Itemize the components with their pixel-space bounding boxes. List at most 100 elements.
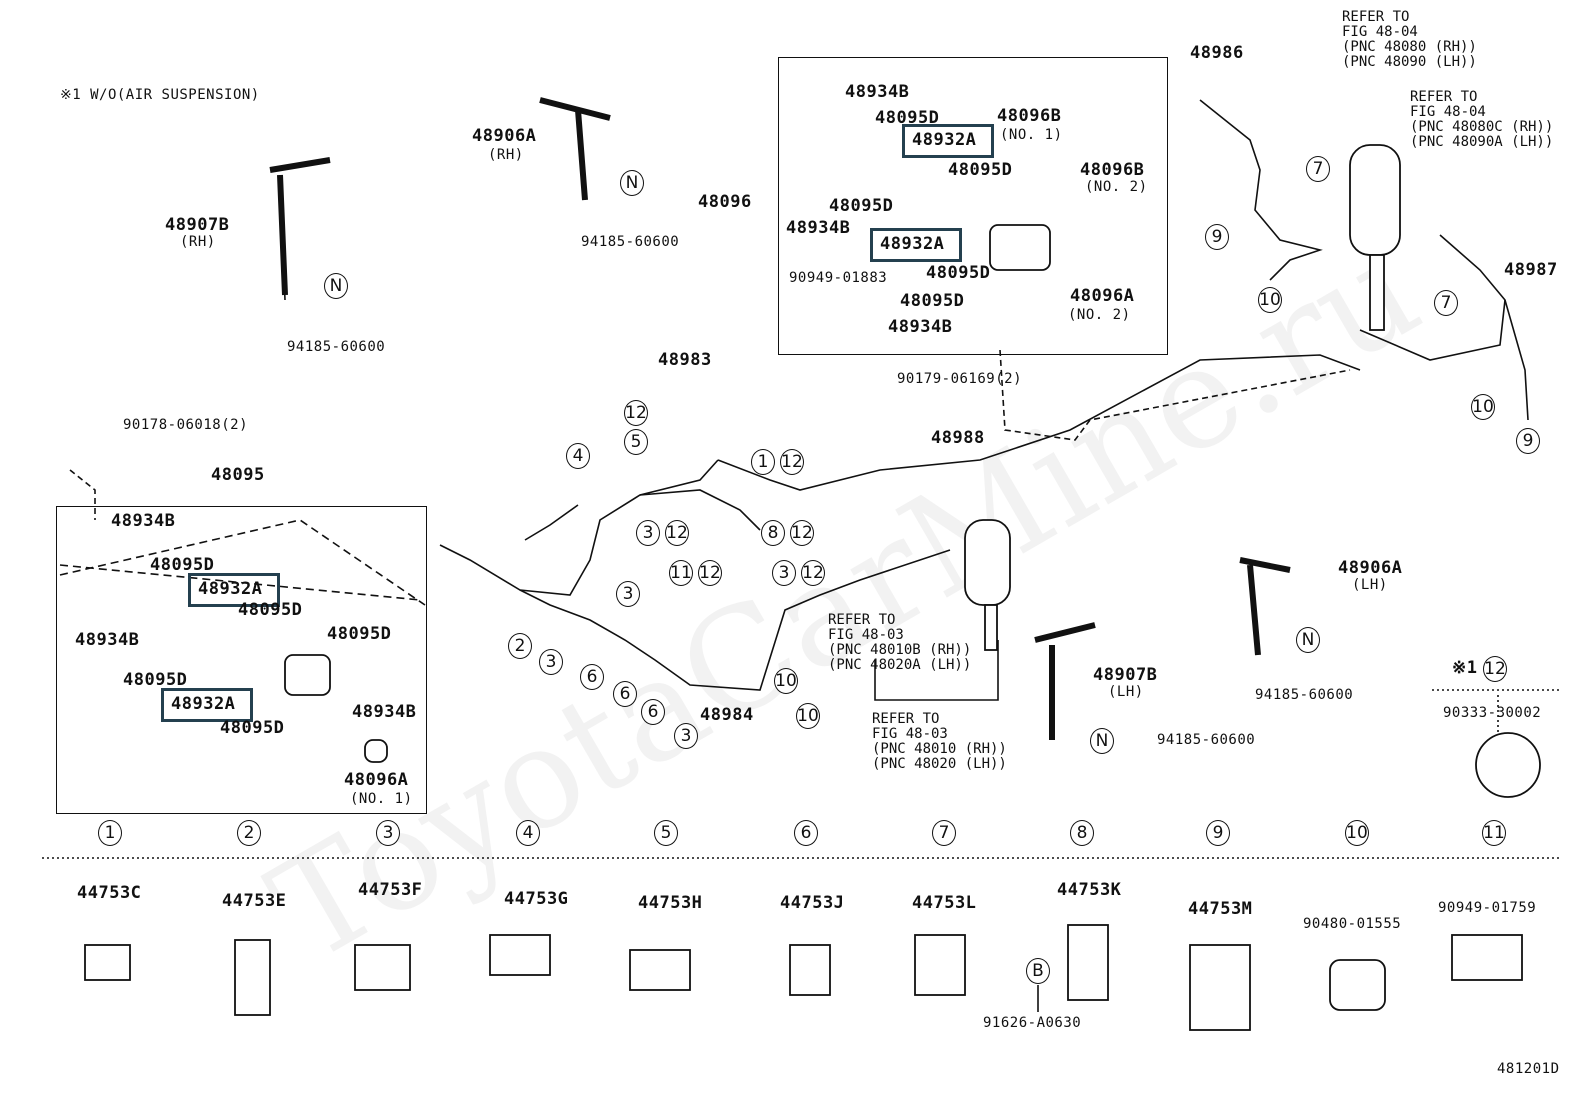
part-label[interactable]: 48934B [352,702,417,722]
part-label[interactable]: 48095D [948,160,1013,180]
part-label[interactable]: (NO. 2) [1068,307,1131,323]
callout-marker: 5 [624,429,648,455]
part-label[interactable]: 48906A [1338,558,1403,578]
part-label[interactable]: 44753G [504,889,569,909]
callout-marker: 10 [774,668,798,694]
part-label[interactable]: 48988 [931,428,985,448]
clip-index-marker: 4 [516,820,540,846]
part-label[interactable]: 48095D [829,196,894,216]
part-label[interactable]: 48095D [900,291,965,311]
part-label[interactable]: 94185-60600 [287,339,386,355]
part-label[interactable]: (NO. 1) [1000,127,1063,143]
part-label[interactable]: 48983 [658,350,712,370]
part-label[interactable]: 48932A [171,694,236,714]
part-label[interactable]: (RH) [488,147,524,163]
part-label[interactable]: (RH) [180,234,216,250]
part-label[interactable]: 48984 [700,705,754,725]
part-label[interactable]: 48095 [211,465,265,485]
clip-index-marker: 2 [237,820,261,846]
bushing-icon [364,739,388,763]
part-label[interactable]: 90179-06169(2) [897,371,1023,387]
callout-marker: 9 [1205,224,1229,250]
part-label[interactable]: 44753K [1057,880,1122,900]
highlight-box [902,124,994,158]
part-label[interactable]: 48987 [1504,260,1558,280]
part-label[interactable]: 48907B [165,215,230,235]
part-label[interactable]: (NO. 1) [350,791,413,807]
part-label[interactable]: 48096A [1070,286,1135,306]
part-label[interactable]: 44753C [77,883,142,903]
callout-marker: 10 [1471,394,1495,420]
callout-marker: 12 [698,560,722,586]
refer-to-note: REFER TO FIG 48-04 (PNC 48080 (RH)) (PNC… [1342,9,1477,70]
rear-air-spring-icon [1349,144,1401,256]
refer-to-note: REFER TO FIG 48-04 (PNC 48080C (RH)) (PN… [1410,89,1554,150]
part-label[interactable]: 90480-01555 [1303,916,1402,932]
callout-marker: 6 [613,681,637,707]
clip-index-marker: 1 [98,820,122,846]
part-label[interactable]: 48096A [344,770,409,790]
clip-index-marker: 9 [1206,820,1230,846]
part-label[interactable]: 48934B [845,82,910,102]
clip-index-marker: 6 [794,820,818,846]
part-label[interactable]: 48096B [997,106,1062,126]
clip-index-marker: 5 [654,820,678,846]
height-sensor-front-icon [284,654,331,696]
part-label[interactable]: 48932A [912,130,977,150]
callout-marker: 12 [790,520,814,546]
part-label[interactable]: 94185-60600 [581,234,680,250]
callout-marker: 1 [751,449,775,475]
part-label[interactable]: 48095D [150,555,215,575]
part-label[interactable]: 44753L [912,893,977,913]
clip-index-marker: 8 [1070,820,1094,846]
part-label[interactable]: 90333-30002 [1443,705,1542,721]
part-label[interactable]: 44753H [638,893,703,913]
callout-marker: 12 [665,520,689,546]
part-label[interactable]: 48932A [880,234,945,254]
part-label[interactable]: 48095D [327,624,392,644]
part-label[interactable]: 48934B [111,511,176,531]
height-sensor-rear-icon [989,224,1051,271]
part-label[interactable]: 94185-60600 [1157,732,1256,748]
part-label[interactable]: (NO. 2) [1085,179,1148,195]
part-label[interactable]: 48095D [220,718,285,738]
part-label[interactable]: (LH) [1108,684,1144,700]
callout-marker: 3 [539,649,563,675]
part-label[interactable]: 44753J [780,893,845,913]
part-label[interactable]: 44753M [1188,899,1253,919]
part-label[interactable]: 48934B [786,218,851,238]
refer-to-note: REFER TO FIG 48-03 (PNC 48010B (RH)) (PN… [828,612,972,673]
part-label[interactable]: 44753F [358,880,423,900]
part-label[interactable]: 48906A [472,126,537,146]
part-label[interactable]: 48096B [1080,160,1145,180]
highlight-box [870,228,962,262]
part-label[interactable]: 44753E [222,891,287,911]
detail-box-front [56,506,427,814]
part-label[interactable]: 48934B [888,317,953,337]
part-label[interactable]: 48095D [123,670,188,690]
part-label[interactable]: 91626-A0630 [983,1015,1082,1031]
part-label[interactable]: 481201D [1497,1061,1560,1077]
part-label[interactable]: 48932A [198,579,263,599]
part-label[interactable]: 90178-06018(2) [123,417,249,433]
callout-marker: N [324,273,348,299]
callout-marker: 12 [1483,656,1507,682]
callout-marker: N [620,170,644,196]
part-label[interactable]: 48095D [238,600,303,620]
highlight-box [188,573,280,607]
part-label[interactable]: 48095D [926,263,991,283]
part-label[interactable]: ※1 [1452,658,1478,678]
part-label[interactable]: 94185-60600 [1255,687,1354,703]
part-label[interactable]: 48096 [698,192,752,212]
callout-marker: 12 [801,560,825,586]
part-label[interactable]: 48934B [75,630,140,650]
part-label[interactable]: 48095D [875,108,940,128]
part-label[interactable]: (LH) [1352,577,1388,593]
part-label[interactable]: 48907B [1093,665,1158,685]
clip-index-marker: 11 [1482,820,1506,846]
part-label[interactable]: 48986 [1190,43,1244,63]
callout-marker: 7 [1434,290,1458,316]
part-label[interactable]: 90949-01883 [789,270,888,286]
callout-marker: 7 [1306,156,1330,182]
part-label[interactable]: 90949-01759 [1438,900,1537,916]
